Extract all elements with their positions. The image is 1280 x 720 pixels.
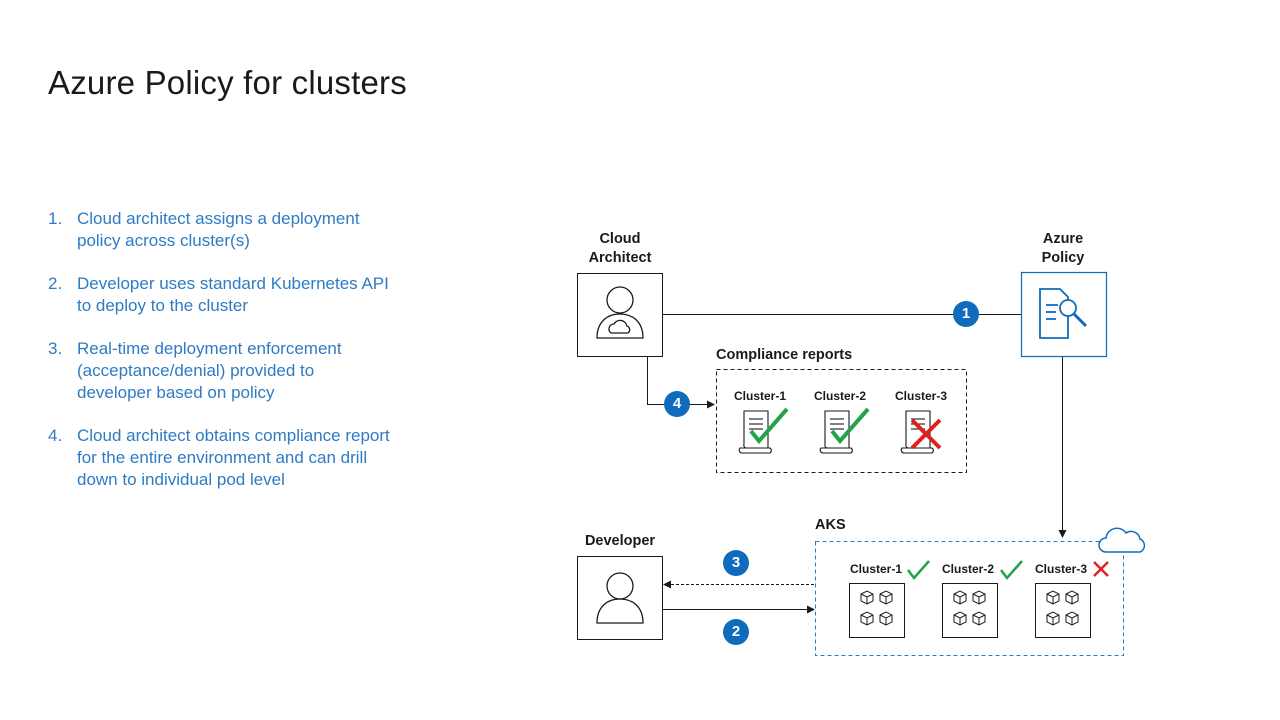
steps-list: 1. Cloud architect assigns a deployment p…: [48, 208, 393, 512]
check-icon: [830, 407, 870, 445]
cross-icon: [910, 418, 942, 450]
step-number: 4.: [48, 426, 63, 445]
aks-cluster-label: Cluster-1: [850, 562, 903, 576]
report-cluster-label: Cluster-2: [814, 389, 867, 403]
step-number: 2.: [48, 274, 63, 293]
step-item: 3. Real-time deployment enforcement (acce…: [48, 338, 393, 404]
developer-icon: [596, 572, 644, 624]
report-cluster-label: Cluster-3: [895, 389, 948, 403]
check-icon: [1000, 560, 1023, 580]
cube-icon: [860, 590, 893, 626]
compliance-report-arrow: [647, 357, 715, 409]
step-text: Cloud architect obtains compliance repor…: [77, 426, 390, 489]
step-text: Developer uses standard Kubernetes API t…: [77, 274, 389, 315]
step-badge-2: 2: [723, 619, 749, 645]
azure-policy-label: Azure Policy: [1041, 231, 1085, 266]
compliance-reports-label: Compliance reports: [716, 347, 853, 363]
aks-cluster-label: Cluster-3: [1035, 562, 1088, 576]
page-title: Azure Policy for clusters: [48, 64, 407, 101]
aks-cluster-label: Cluster-2: [942, 562, 995, 576]
cloud-architect-label: Cloud Architect: [588, 231, 652, 266]
step-text: Real-time deployment enforcement (accept…: [77, 339, 342, 402]
step-text: Cloud architect assigns a deployment pol…: [77, 209, 360, 250]
developer-box: [577, 556, 663, 640]
step-item: 1. Cloud architect assigns a deployment p…: [48, 208, 393, 252]
step-badge-4: 4: [664, 391, 690, 417]
step-badge-1: 1: [953, 301, 979, 327]
cluster-box: [942, 583, 998, 638]
cube-icon: [1046, 590, 1079, 626]
cloud-icon: [1098, 527, 1146, 553]
aks-box: [815, 541, 1124, 656]
aks-label: AKS: [815, 517, 846, 533]
developer-label: Developer: [584, 533, 656, 549]
step-item: 4. Cloud architect obtains compliance rep…: [48, 425, 393, 491]
compliance-reports-box: [716, 369, 967, 473]
step-badge-3: 3: [723, 550, 749, 576]
step-number: 3.: [48, 339, 63, 358]
cluster-box: [1035, 583, 1091, 638]
cloud-architect-box: [577, 273, 663, 357]
check-icon: [907, 560, 930, 580]
report-cluster-label: Cluster-1: [734, 389, 787, 403]
cross-icon: [1093, 561, 1109, 577]
step-number: 1.: [48, 209, 63, 228]
cluster-box: [849, 583, 905, 638]
check-icon: [749, 407, 789, 445]
policy-search-icon: [1039, 288, 1088, 339]
cloud-architect-icon: [596, 286, 644, 339]
cube-icon: [953, 590, 986, 626]
step-item: 2. Developer uses standard Kubernetes API…: [48, 273, 393, 317]
